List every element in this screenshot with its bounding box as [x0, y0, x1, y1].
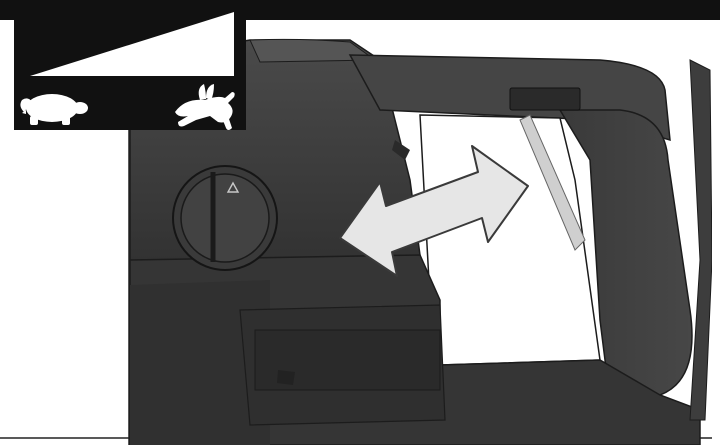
speed-legend-panel	[14, 6, 246, 130]
mode-selector-dial-icon	[173, 166, 277, 270]
